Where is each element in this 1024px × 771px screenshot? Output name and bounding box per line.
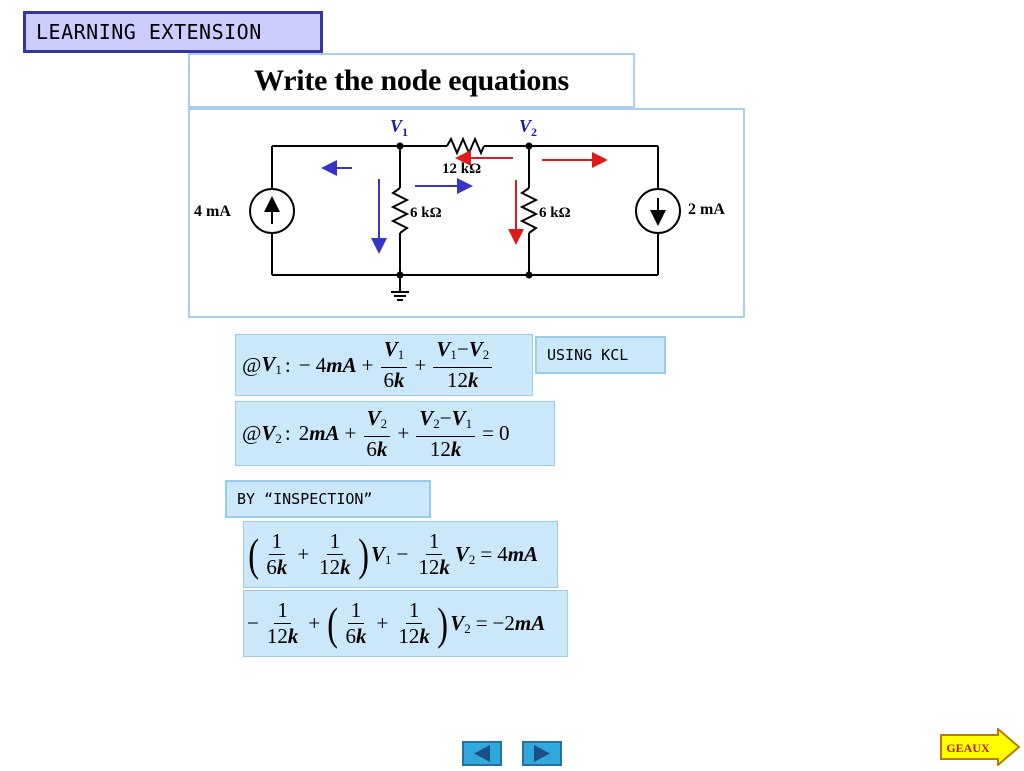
geaux-label: GEAUX [946,741,990,755]
node-label-v2: V2 [519,116,537,139]
triangle-right-icon [534,745,550,762]
resistor-series [446,136,485,156]
eq1-at: @ [242,352,262,377]
kcl-label: USING KCL [535,336,666,374]
left-resistor-label: 6 kΩ [410,205,442,221]
prompt-heading: Write the node equations [188,53,635,108]
arrow-right-icon: GEAUX [940,726,1021,768]
node-dot-v2 [525,142,533,150]
node-label-v1: V1 [390,116,408,139]
geaux-button[interactable]: GEAUX [940,726,1022,771]
triangle-left-icon [474,745,490,762]
left-source-label: 4 mA [194,203,231,220]
page-title: LEARNING EXTENSION [23,11,323,53]
current-source-right [635,188,681,234]
inspection-label: BY “INSPECTION” [225,480,431,518]
current-source-left [249,188,295,234]
resistor-left [390,187,410,234]
right-resistor-label: 6 kΩ [539,205,571,221]
node-dot-bottom [525,271,533,279]
node-dot-v1 [396,142,404,150]
node-dot-ground [396,271,404,279]
resistor-right [519,187,539,234]
circuit-svg: V1 V2 12 kΩ 6 kΩ 6 kΩ 4 mA 2 mA [194,116,725,301]
next-slide-button[interactable] [522,741,562,766]
eq1-node: V1 [261,352,282,377]
prev-slide-button[interactable] [462,741,502,766]
right-source-label: 2 mA [688,201,725,218]
circuit-diagram: V1 V2 12 kΩ 6 kΩ 6 kΩ 4 mA 2 mA [188,108,745,318]
series-resistor-label: 12 kΩ [442,161,481,177]
